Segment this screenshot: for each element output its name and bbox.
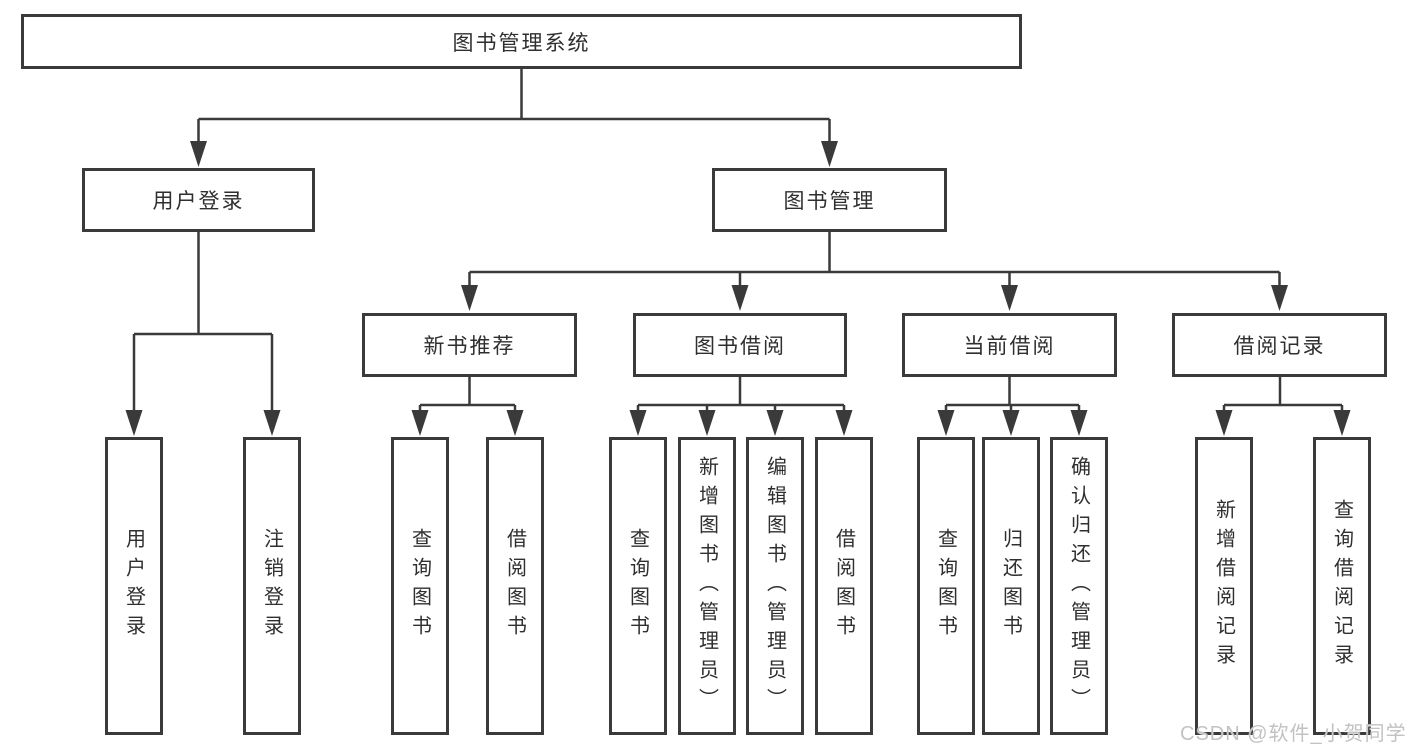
connector-borrow-records-to-leaves — [1222, 377, 1344, 414]
arrowhead — [731, 285, 749, 311]
arrowhead — [821, 141, 838, 167]
arrowhead — [125, 410, 143, 436]
arrowhead — [1215, 410, 1233, 436]
arrowhead — [1070, 410, 1088, 436]
leaf-bb-query-books: 查询图书 — [609, 437, 667, 735]
node-user-login: 用户登录 — [82, 168, 315, 232]
node-current-borrowing: 当前借阅 — [902, 313, 1117, 377]
connector-book-borrow-to-leaves — [636, 377, 846, 414]
arrowhead — [766, 410, 784, 436]
connector-user-login-to-leaves — [132, 232, 274, 414]
arrowhead — [263, 410, 281, 436]
node-library-management-system: 图书管理系统 — [21, 14, 1022, 69]
arrowhead — [937, 410, 955, 436]
arrowhead — [461, 285, 478, 311]
node-new-book-recommend: 新书推荐 — [362, 313, 577, 377]
node-book-management: 图书管理 — [712, 168, 947, 232]
leaf-logout: 注销登录 — [243, 437, 301, 735]
connector-new-book-rec-to-leaves — [418, 377, 517, 414]
connector-root-to-level2 — [197, 69, 831, 144]
leaf-cb-confirm-return-admin: 确认归还（管理员） — [1050, 437, 1108, 735]
arrowhead — [1333, 410, 1351, 436]
node-borrowing-records: 借阅记录 — [1172, 313, 1387, 377]
arrowhead — [1271, 285, 1288, 311]
leaf-bb-edit-books-admin: 编辑图书（管理员） — [746, 437, 804, 735]
leaf-user-login: 用户登录 — [105, 437, 163, 735]
arrowhead — [835, 410, 853, 436]
leaf-cb-query-books: 查询图书 — [917, 437, 975, 735]
leaf-nbr-query-books: 查询图书 — [391, 437, 449, 735]
arrowhead — [629, 410, 647, 436]
connector-current-borrow-to-leaves — [944, 377, 1081, 414]
leaf-nbr-borrow-books: 借阅图书 — [486, 437, 544, 735]
arrowhead — [1002, 410, 1020, 436]
arrowhead — [698, 410, 716, 436]
arrowhead — [506, 410, 524, 436]
connector-book-mgmt-to-level3 — [468, 232, 1281, 290]
watermark: CSDN @软件_小贺同学 — [1180, 723, 1405, 745]
node-book-borrowing: 图书借阅 — [633, 313, 847, 377]
leaf-br-query-record: 查询借阅记录 — [1313, 437, 1371, 735]
leaf-br-add-record: 新增借阅记录 — [1195, 437, 1253, 735]
arrowhead — [190, 141, 207, 167]
leaf-bb-add-books-admin: 新增图书（管理员） — [678, 437, 736, 735]
leaf-bb-borrow-books: 借阅图书 — [815, 437, 873, 735]
arrowhead — [411, 410, 429, 436]
arrowhead — [1001, 285, 1018, 311]
leaf-cb-return-books: 归还图书 — [982, 437, 1040, 735]
